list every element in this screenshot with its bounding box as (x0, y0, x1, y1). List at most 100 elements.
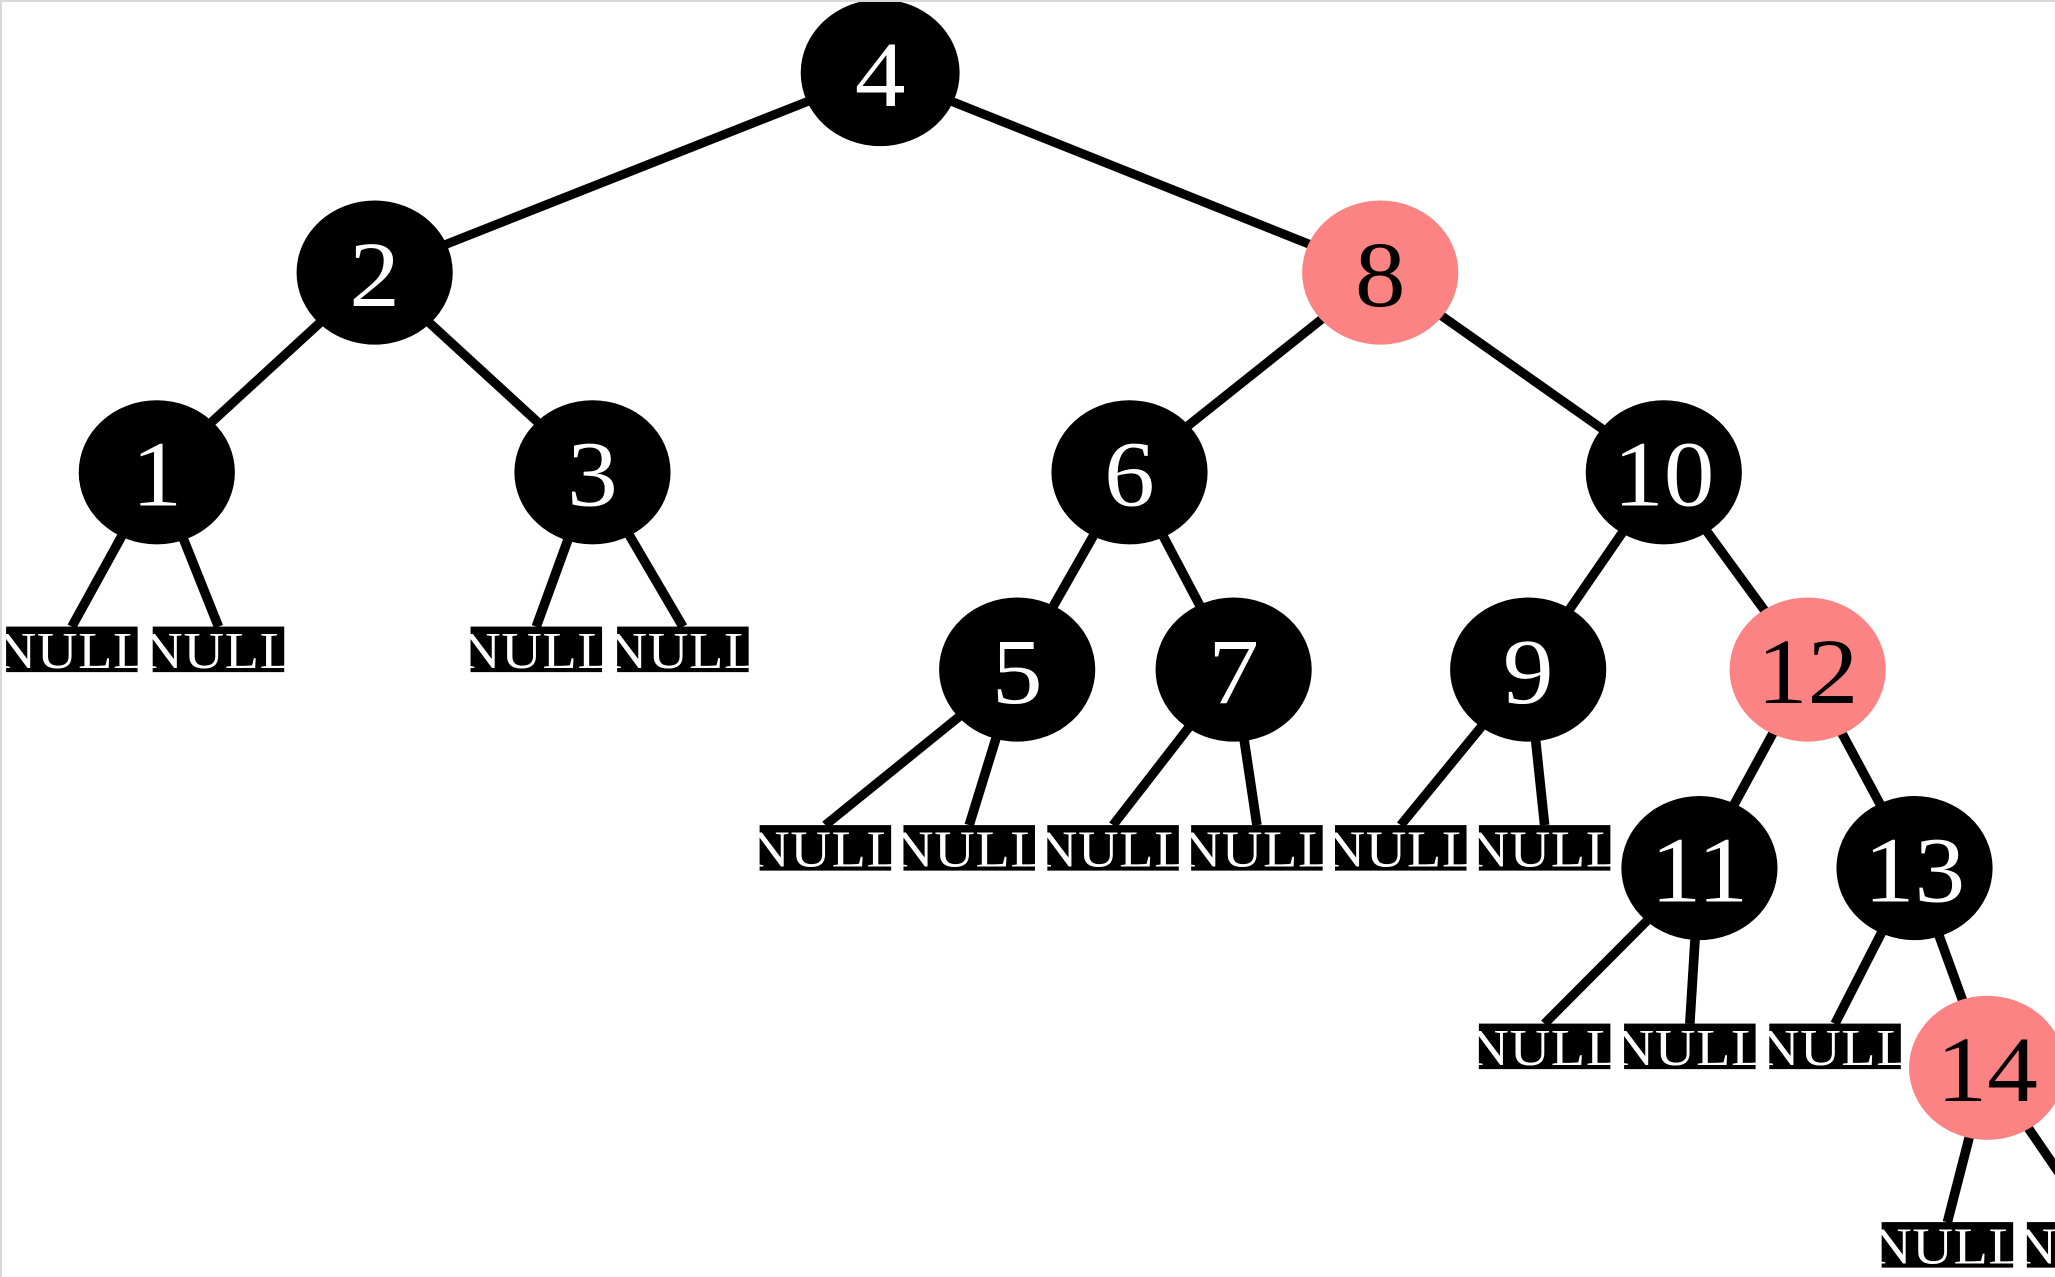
node-circle-black[interactable] (1051, 400, 1208, 545)
tree-edge-n8-n10 (1436, 310, 1608, 435)
null-leaf-box (759, 825, 892, 871)
null-leaf-box (1335, 825, 1467, 871)
node-label: 11 (1651, 819, 1749, 923)
node-label: 7 (1208, 620, 1259, 724)
null-leaf-null_1R: NULL (142, 622, 294, 680)
tree-edge-n10-n12 (1701, 526, 1771, 616)
tree-edge-n6-n7 (1157, 531, 1206, 611)
null-leaf-box (1624, 1023, 1756, 1070)
null-leaf-label: NULL (1468, 820, 1620, 878)
null-leaf-null_9R: NULL (1468, 820, 1620, 878)
tree-node-7[interactable]: 7 (1155, 597, 1312, 742)
null-leaf-label: NULL (142, 622, 294, 680)
null-leaf-null_14L: NULL (1871, 1217, 2023, 1275)
node-circle-black[interactable] (1155, 597, 1312, 742)
null-leaf-null_5R: NULL (893, 820, 1045, 878)
tree-edge-n3-null_3R (623, 530, 688, 629)
node-label: 13 (1864, 819, 1965, 923)
null-leaf-null_1L: NULL (2, 622, 147, 680)
tree-node-13[interactable]: 13 (1836, 796, 1993, 941)
tree-edge-n9-null_9R (1530, 737, 1550, 826)
node-circle-black[interactable] (1621, 796, 1778, 941)
tree-node-4[interactable]: 4 (800, 2, 960, 147)
null-leaf-box (470, 626, 603, 673)
null-leaf-box (617, 626, 749, 673)
tree-node-2[interactable]: 2 (296, 200, 453, 345)
tree-edge-n7-null_7L (1109, 722, 1195, 828)
null-leaf-box (903, 825, 1035, 871)
tree-edge-n3-null_3L (531, 535, 574, 629)
tree-node-8[interactable]: 8 (1302, 200, 1459, 345)
node-circle-black[interactable] (1585, 400, 1742, 545)
null-leaf-box (1769, 1023, 1901, 1070)
node-circle-red[interactable] (1302, 200, 1459, 345)
tree-node-14[interactable]: 14 (1909, 995, 2055, 1140)
node-circle-red[interactable] (1909, 995, 2055, 1140)
tree-edge-n11-null_11L (1541, 915, 1653, 1027)
null-leaf-label: NULL (2016, 1217, 2055, 1275)
node-circle-black[interactable] (296, 200, 453, 345)
node-circle-black[interactable] (800, 2, 960, 147)
null-leaf-box (152, 626, 285, 673)
node-circle-black[interactable] (78, 400, 235, 545)
node-circle-black[interactable] (939, 597, 1096, 742)
node-circle-black[interactable] (1450, 597, 1607, 742)
tree-node-10[interactable]: 10 (1585, 400, 1742, 545)
tree-node-9[interactable]: 9 (1450, 597, 1607, 742)
node-circle-red[interactable] (1729, 597, 1886, 742)
tree-node-6[interactable]: 6 (1051, 400, 1208, 545)
tree-edge-n4-n2 (440, 96, 813, 250)
null-leaf-null_3L: NULL (460, 622, 612, 680)
null-leaf-label: NULL (1468, 1019, 1620, 1077)
tree-edge-n1-null_1L (67, 531, 128, 629)
node-label: 6 (1104, 423, 1155, 527)
tree-edge-n7-null_7R (1239, 736, 1262, 826)
tree-node-1[interactable]: 1 (78, 400, 235, 545)
tree-edge-n8-n6 (1182, 313, 1328, 432)
null-leaf-null_7L: NULL (1037, 820, 1189, 878)
null-leaf-label: NULL (1325, 820, 1477, 878)
null-leaf-box (2026, 1222, 2055, 1268)
null-leaf-null_5L: NULL (749, 820, 901, 878)
tree-edge-n2-n3 (423, 317, 544, 428)
tree-edge-n2-n1 (205, 317, 326, 428)
null-leaf-null_11L: NULL (1468, 1019, 1620, 1077)
null-leaf-box (1478, 1023, 1611, 1070)
tree-node-11[interactable]: 11 (1621, 796, 1778, 941)
node-label: 12 (1757, 620, 1858, 724)
node-label: 2 (349, 223, 400, 327)
null-leaf-box (1047, 825, 1179, 871)
tree-edge-n10-n9 (1563, 527, 1629, 615)
null-leaf-label: NULL (1759, 1019, 1911, 1077)
tree-node-5[interactable]: 5 (939, 597, 1096, 742)
null-leaf-null_14R: NULL (2016, 1217, 2055, 1275)
tree-edge-n9-null_9L (1396, 721, 1488, 828)
null-leaf-box (1478, 825, 1611, 871)
node-label: 5 (992, 620, 1043, 724)
tree-edge-n5-null_5R (964, 734, 1002, 827)
node-label: 10 (1613, 423, 1714, 527)
edges-layer (67, 96, 2055, 1224)
null-leaf-null_3R: NULL (607, 622, 759, 680)
tree-edge-n14-null_14R (2022, 1123, 2055, 1176)
node-label: 8 (1355, 223, 1406, 327)
null-leaf-label: NULL (1037, 820, 1189, 878)
null-leaf-label: NULL (1871, 1217, 2023, 1275)
node-label: 14 (1936, 1019, 2037, 1123)
null-leaf-box (1191, 825, 1323, 871)
tree-edge-n6-n5 (1047, 530, 1100, 612)
tree-node-3[interactable]: 3 (514, 400, 671, 545)
node-circle-black[interactable] (514, 400, 671, 545)
node-label: 3 (567, 423, 618, 527)
tree-edge-n12-n13 (1836, 728, 1886, 809)
node-circle-black[interactable] (1836, 796, 1993, 941)
tree-edge-n11-null_11R (1685, 935, 1701, 1024)
tree-edge-n12-n11 (1728, 728, 1779, 810)
tree-node-12[interactable]: 12 (1729, 597, 1886, 742)
null-leaf-null_13L: NULL (1759, 1019, 1911, 1077)
null-leaf-label: NULL (1181, 820, 1333, 878)
